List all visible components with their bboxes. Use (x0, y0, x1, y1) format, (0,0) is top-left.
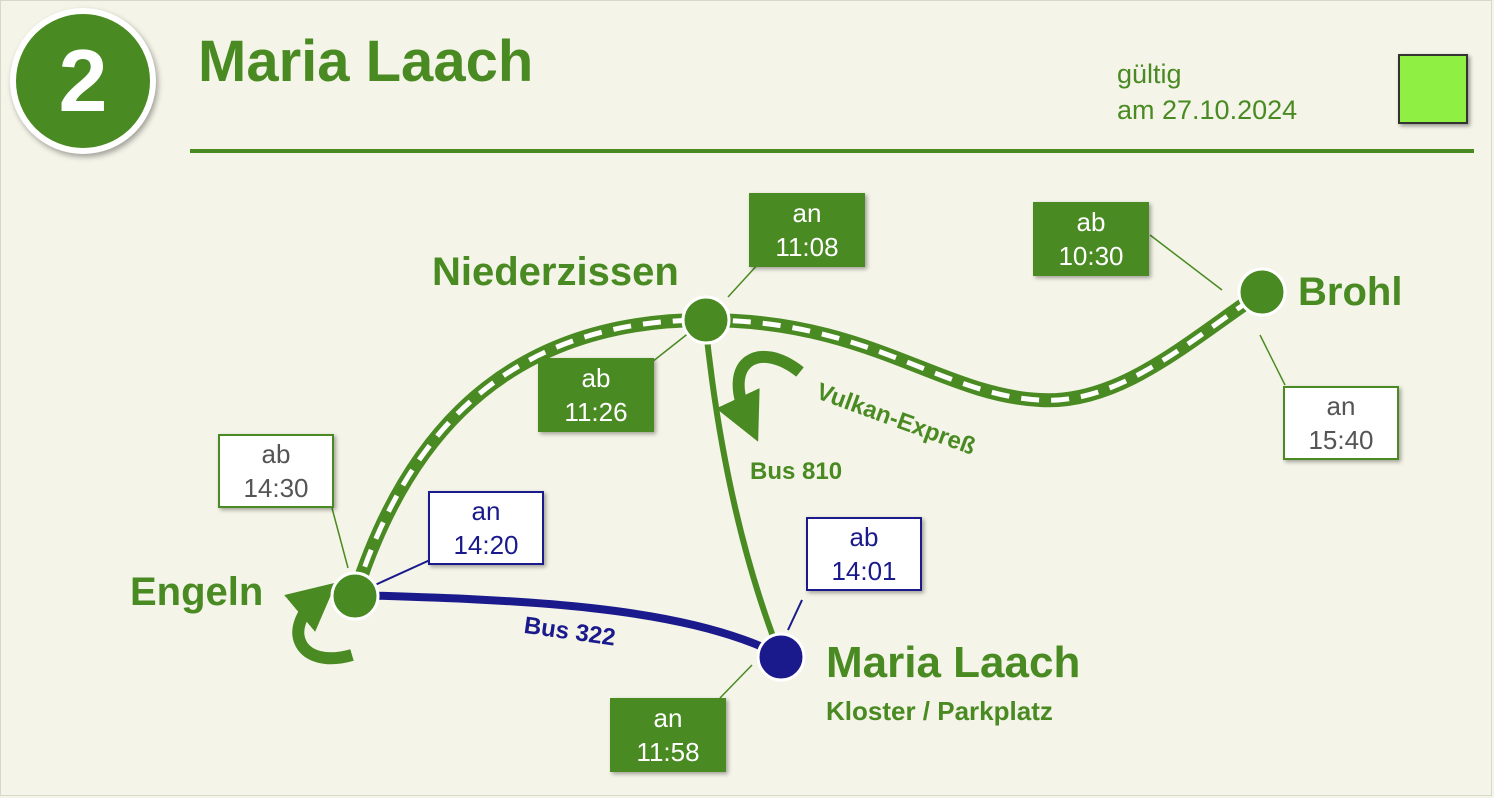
validity-date: am 27.10.2024 (1117, 95, 1298, 125)
page-title: Maria Laach (198, 29, 534, 94)
station-label-niederzissen: Niederzissen (432, 250, 679, 294)
time-kind: an (471, 496, 501, 526)
time-value: 11:58 (636, 737, 700, 767)
station-node-niederzissen (681, 295, 731, 345)
time-box-maria-laach-dep: ab 14:01 (806, 517, 922, 591)
time-box-brohl-dep: ab 10:30 (1033, 202, 1149, 276)
time-value: 11:26 (564, 397, 628, 427)
engeln-turn-arrow (284, 582, 354, 665)
maria-laach-dep-connector (787, 599, 803, 631)
station-label-maria-laach: Maria Laach (826, 638, 1081, 687)
station-label-engeln: Engeln (130, 570, 264, 614)
time-box-engeln-dep: ab 14:30 (218, 434, 334, 508)
time-value: 14:20 (453, 530, 519, 560)
time-kind: ab (581, 363, 611, 393)
time-kind: an (1326, 391, 1356, 421)
line-label-bus-810: Bus 810 (750, 458, 843, 485)
time-value: 14:30 (243, 473, 309, 503)
station-label-brohl: Brohl (1298, 270, 1403, 314)
route-number-badge: 2 (10, 8, 156, 154)
time-box-niederzissen-dep: ab 11:26 (538, 358, 654, 432)
time-box-brohl-arr: an 15:40 (1283, 386, 1399, 460)
time-value: 10:30 (1058, 241, 1124, 271)
color-swatch (1398, 54, 1468, 124)
time-kind: ab (261, 439, 291, 469)
time-kind: an (792, 198, 822, 228)
bus-322-line (351, 591, 784, 659)
validity-text: gültig am 27.10.2024 (1117, 56, 1297, 128)
time-value: 15:40 (1308, 425, 1374, 455)
time-value: 14:01 (831, 556, 897, 586)
engeln-arr-connector (374, 559, 431, 586)
time-kind: ab (1076, 207, 1106, 237)
station-sublabel-maria-laach: Kloster / Parkplatz (826, 696, 1053, 726)
time-value: 11:08 (775, 232, 839, 262)
time-kind: ab (849, 522, 879, 552)
time-box-maria-laach-arr: an 11:58 (610, 698, 726, 772)
header-divider (190, 149, 1474, 153)
niederzissen-turn-arrow (716, 350, 804, 442)
bus-810-line (702, 319, 783, 657)
validity-label: gültig (1117, 59, 1182, 89)
station-node-engeln (330, 571, 380, 621)
station-node-brohl (1237, 267, 1287, 317)
station-node-maria-laach (756, 632, 806, 682)
vulkan-express-track (348, 285, 1269, 602)
time-box-niederzissen-arr: an 11:08 (749, 193, 865, 267)
time-kind: an (653, 703, 683, 733)
time-box-engeln-arr: an 14:20 (428, 491, 544, 565)
route-number: 2 (58, 31, 108, 130)
